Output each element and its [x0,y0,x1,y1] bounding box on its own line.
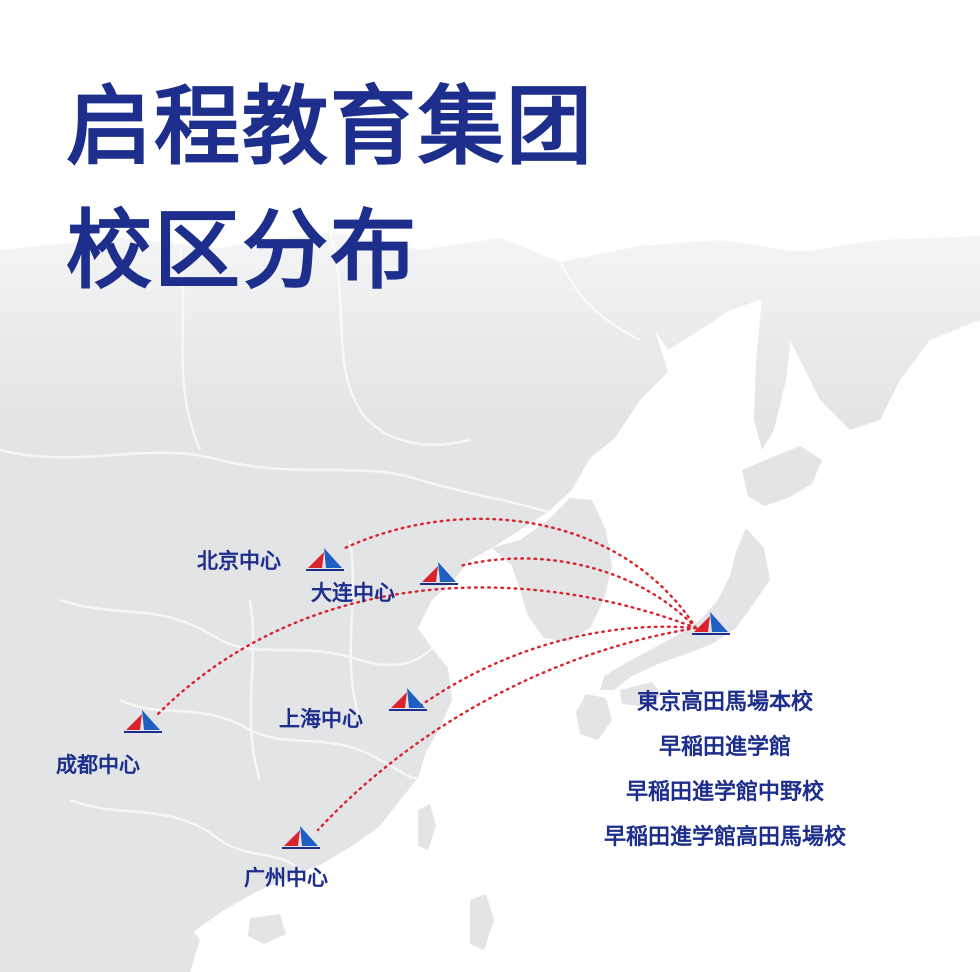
label-shanghai-center: 上海中心 [279,707,363,731]
route-tokyo-guangzhou [316,626,698,832]
label-chengdu-center: 成都中心 [56,753,140,777]
sailboat-icon-guangzhou [282,826,320,849]
label-beijing-center: 北京中心 [197,549,281,573]
label-guangzhou-center: 广州中心 [244,866,328,890]
philippines-landmass [470,894,494,950]
korea-landmass [492,498,612,642]
label-dalian-center: 大连中心 [311,581,395,605]
tokyo-campus-item: 早稲田進学館 [658,735,791,760]
tokyo-campus-item: 早稲田進学館高田馬場校 [603,825,846,850]
sailboat-icon-chengdu [124,710,162,733]
japan-shikoku [620,682,662,706]
tokyo-campus-item: 早稲田進学館中野校 [625,780,824,805]
route-tokyo-shanghai [418,625,698,708]
route-tokyo-beijing [343,517,698,630]
route-tokyo-chengdu [154,586,698,718]
japan-honshu [600,528,770,690]
sailboat-icon-dalian [420,562,458,585]
sailboat-icon-tokyo [692,612,730,635]
taiwan-landmass [418,804,436,850]
japan-kyushu [576,694,612,740]
page-title-line-2: 校区分布 [66,201,418,301]
southeast-asia-landmass [0,850,200,972]
tokyo-campus-list: 東京高田馬場本校 早稲田進学館 早稲田進学館中野校 早稲田進学館高田馬場校 [520,692,930,872]
tokyo-campus-item: 東京高田馬場本校 [636,690,813,715]
page-title-line-1: 启程教育集团 [66,77,594,177]
sailboat-icon-beijing [306,548,344,571]
top-fade [0,0,980,420]
japan-hokkaido [742,446,822,506]
route-lines [154,517,698,832]
route-tokyo-dalian [458,557,698,630]
hainan-landmass [248,914,286,944]
sailboat-icon-shanghai [389,688,427,711]
